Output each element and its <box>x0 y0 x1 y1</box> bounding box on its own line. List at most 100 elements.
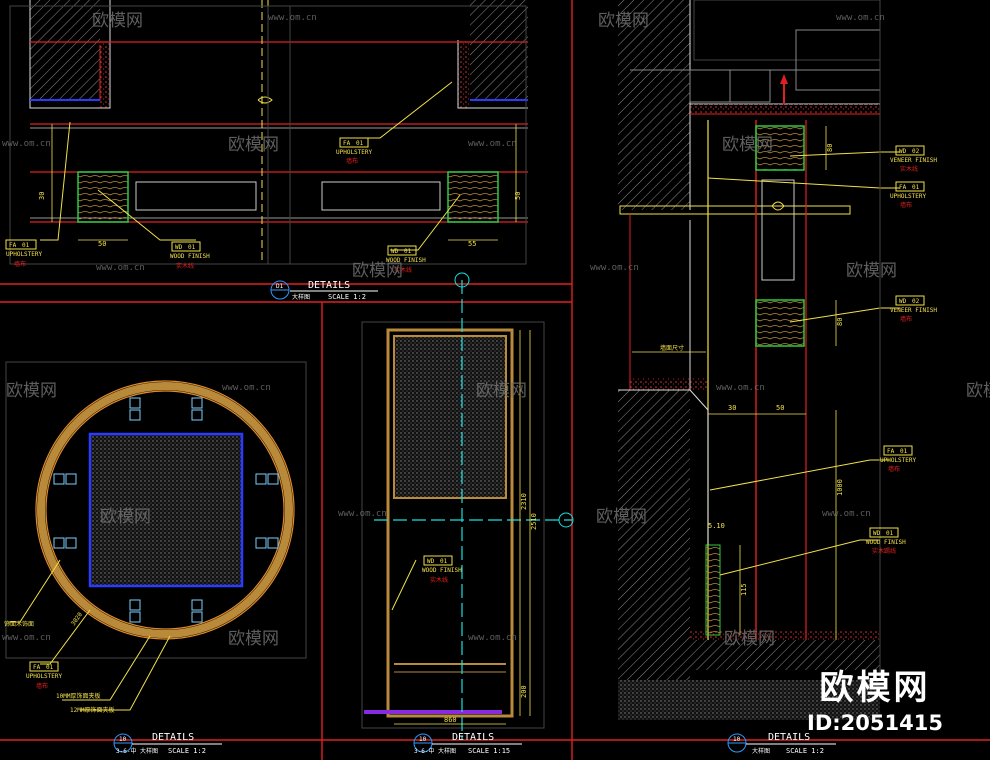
svg-text:欧模网: 欧模网 <box>228 629 279 649</box>
dim-label: 860 <box>444 716 457 724</box>
svg-text:SCALE 1:2: SCALE 1:2 <box>328 293 366 301</box>
svg-text:FA: FA <box>343 140 351 147</box>
svg-text:www.om.cn: www.om.cn <box>96 263 145 273</box>
svg-text:欧模网: 欧模网 <box>846 261 897 281</box>
svg-text:欧模网: 欧模网 <box>6 381 57 401</box>
tag-wood-sill: WD 01 WOOD FINISH 实木踢线 <box>866 527 906 555</box>
dim-label: 50 <box>98 240 106 248</box>
svg-text:01: 01 <box>440 558 448 565</box>
detail-door: 2310 2510 200 860 <box>361 272 574 740</box>
svg-text:欧模网: 欧模网 <box>476 381 527 401</box>
svg-text:UPHOLSTERY: UPHOLSTERY <box>26 673 63 680</box>
tag-wood-tr: WD 01 WOOD FINISH 实木线 <box>386 245 426 274</box>
dim-label: 80 <box>826 144 834 152</box>
svg-text:01: 01 <box>22 242 30 249</box>
svg-text:D1: D1 <box>276 283 284 290</box>
svg-text:VENEER FINISH: VENEER FINISH <box>890 307 937 314</box>
svg-text:www.om.cn: www.om.cn <box>468 139 517 149</box>
svg-text:墙布: 墙布 <box>14 260 26 268</box>
detail-title-2: 10 DETAILS 3-6-中 大样图 SCALE 1:2 <box>113 732 222 755</box>
svg-text:大样图: 大样图 <box>292 293 310 301</box>
tag-wood-door: WD 01 WOOD FINISH 实木线 <box>422 555 462 584</box>
svg-text:www.om.cn: www.om.cn <box>2 633 51 643</box>
dim-label: 2510 <box>530 513 538 530</box>
svg-text:www.om.cn: www.om.cn <box>716 383 765 393</box>
svg-text:欧模网: 欧模网 <box>352 261 403 281</box>
svg-text:UPHOLSTERY: UPHOLSTERY <box>880 457 917 464</box>
svg-text:UPHOLSTERY: UPHOLSTERY <box>6 251 43 258</box>
svg-text:欧模网: 欧模网 <box>596 507 647 527</box>
svg-text:实木踢线: 实木踢线 <box>872 547 896 555</box>
svg-text:欧模网: 欧模网 <box>228 135 279 155</box>
svg-text:www.om.cn: www.om.cn <box>222 383 271 393</box>
dim-label: 1000 <box>836 479 844 496</box>
tag-wood-tl: WD 01 WOOD FINISH 实木线 <box>170 241 210 270</box>
tag-upholstery-r2: FA 01 UPHOLSTERY 墙布 <box>880 445 917 473</box>
watermark-brand: 欧模网 <box>819 668 931 708</box>
note-section: 墙面尺寸 <box>660 344 684 352</box>
tag-upholstery-round: FA 01 UPHOLSTERY 墙布 <box>26 661 63 690</box>
svg-text:WD: WD <box>391 248 399 255</box>
dim-label: 5.10 <box>708 522 725 530</box>
watermark-repeats: 欧模网 www.om.cn 欧模网 www.om.cn www.om.cn 欧模… <box>2 11 990 649</box>
dim-label: 3020 <box>70 611 84 627</box>
svg-text:实木线: 实木线 <box>430 576 448 584</box>
dim-label: 80 <box>836 318 844 326</box>
note-panel-b: 12MM厚饰面夹板 <box>70 706 114 714</box>
svg-text:01: 01 <box>886 530 894 537</box>
tag-upholstery-tr: FA 01 UPHOLSTERY 墙布 <box>336 137 373 165</box>
watermark-stamp: 欧模网 ID:2051415 <box>790 660 960 735</box>
detail-round: 3020 饰面木饰面 10MM厚饰面夹板 12MM厚饰面夹板 <box>4 361 307 714</box>
note-wood-strip: 饰面木饰面 <box>4 620 34 628</box>
svg-text:墙布: 墙布 <box>900 315 912 323</box>
dim-label: 50 <box>514 192 522 200</box>
svg-text:01: 01 <box>404 248 412 255</box>
tag-upholstery-r1: FA 01 UPHOLSTERY 墙布 <box>890 181 927 209</box>
svg-text:DETAILS: DETAILS <box>152 732 194 743</box>
svg-text:3-6-中 大样图: 3-6-中 大样图 <box>116 747 158 755</box>
svg-text:FA: FA <box>33 664 41 671</box>
svg-text:WOOD FINISH: WOOD FINISH <box>170 253 210 260</box>
detail-section: 30 50 80 80 1000 5.10 115 墙面尺寸 <box>618 0 900 720</box>
note-panel-a: 10MM厚饰面夹板 <box>56 692 100 700</box>
tag-veneer-2: WD 02 VENEER FINISH 墙布 <box>890 295 937 323</box>
svg-text:UPHOLSTERY: UPHOLSTERY <box>336 149 373 156</box>
svg-text:欧模网: 欧模网 <box>100 507 151 527</box>
dim-label: 200 <box>520 685 528 698</box>
svg-text:02: 02 <box>912 148 920 155</box>
svg-text:墙布: 墙布 <box>346 157 358 165</box>
tag-upholstery-tl: FA 01 UPHOLSTERY 墙布 <box>5 239 43 268</box>
svg-text:FA: FA <box>9 242 17 249</box>
svg-text:www.om.cn: www.om.cn <box>268 13 317 23</box>
svg-text:WOOD FINISH: WOOD FINISH <box>386 257 426 264</box>
svg-text:10: 10 <box>119 736 127 743</box>
svg-text:SCALE 1:15: SCALE 1:15 <box>468 747 510 755</box>
svg-text:WOOD FINISH: WOOD FINISH <box>866 539 906 546</box>
svg-text:3-6-中 大样图: 3-6-中 大样图 <box>414 747 456 755</box>
dim-label: 30 <box>38 192 46 200</box>
svg-text:VENEER FINISH: VENEER FINISH <box>890 157 937 164</box>
tag-veneer-1: WD 02 VENEER FINISH 实木线 <box>890 145 937 173</box>
svg-text:SCALE 1:2: SCALE 1:2 <box>786 747 824 755</box>
svg-text:欧模网: 欧模网 <box>724 629 775 649</box>
svg-text:WD: WD <box>427 558 435 565</box>
svg-text:欧模网: 欧模网 <box>966 381 990 401</box>
svg-text:UPHOLSTERY: UPHOLSTERY <box>890 193 927 200</box>
dim-label: 115 <box>740 583 748 596</box>
svg-text:www.om.cn: www.om.cn <box>822 509 871 519</box>
dim-label: 30 <box>728 404 736 412</box>
svg-text:www.om.cn: www.om.cn <box>338 509 387 519</box>
detail-title-1: D1 DETAILS 大样图 SCALE 1:2 <box>270 280 378 301</box>
svg-text:SCALE 1:2: SCALE 1:2 <box>168 747 206 755</box>
detail-title-4: 10 DETAILS 大样图 SCALE 1:2 <box>727 732 836 755</box>
detail-top-left: 30 50 55 50 <box>9 0 528 265</box>
svg-text:DETAILS: DETAILS <box>308 280 350 291</box>
svg-text:02: 02 <box>912 298 920 305</box>
detail-title-3: 10 DETAILS 3-6-中 大样图 SCALE 1:15 <box>413 732 522 755</box>
svg-text:DETAILS: DETAILS <box>452 732 494 743</box>
svg-text:FA: FA <box>899 184 907 191</box>
watermark-id: ID:2051415 <box>807 711 943 735</box>
svg-text:WD: WD <box>899 298 907 305</box>
svg-text:大样图: 大样图 <box>752 747 770 755</box>
